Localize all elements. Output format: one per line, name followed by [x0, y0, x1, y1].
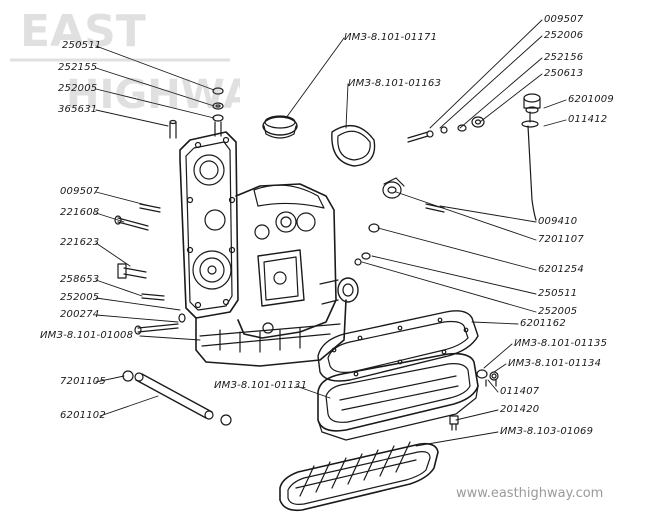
part-label: 252155: [58, 62, 98, 73]
part-label: 252005: [538, 306, 578, 317]
part-label: ИМЗ-8.101-01163: [348, 78, 442, 89]
part-label: ИМЗ-8.101-01171: [344, 32, 438, 43]
dipstick: [521, 93, 541, 221]
part-label: ИМЗ-8.101-01135: [514, 338, 608, 349]
sump-gasket: [317, 310, 479, 382]
part-label: 221608: [60, 207, 100, 218]
part-label: 252156: [544, 52, 584, 63]
part-label: 011412: [568, 114, 608, 125]
part-label: 252006: [544, 30, 584, 41]
part-label: 011407: [500, 386, 540, 397]
part-label: 6201009: [568, 94, 614, 105]
sump-side-parts: [449, 369, 499, 431]
crankcase-housing: [179, 131, 359, 367]
part-label: 7201105: [60, 376, 106, 387]
part-label: 009410: [538, 216, 578, 227]
part-label: 200274: [60, 309, 100, 320]
part-label: 250613: [544, 68, 584, 79]
filler-cap: [262, 115, 298, 139]
part-label: ИМЗ-8.101-01131: [214, 380, 308, 391]
part-label: 6201254: [538, 264, 584, 275]
site-url: www.easthighway.com: [456, 486, 604, 501]
part-label: ИМЗ-8.101-01008: [40, 330, 134, 341]
part-label: 250511: [538, 288, 578, 299]
left-bolts: [114, 203, 186, 335]
part-label: 365631: [58, 104, 98, 115]
part-label: 252005: [58, 83, 98, 94]
part-label: 009507: [544, 14, 584, 25]
top-studs-washers: [169, 87, 224, 139]
part-label: 250511: [62, 40, 102, 51]
long-pin: [122, 370, 232, 426]
part-label: 009507: [60, 186, 100, 197]
part-label: 6201102: [60, 410, 106, 421]
part-label: 252005: [60, 292, 100, 303]
part-label: 221623: [60, 237, 100, 248]
upper-right-fasteners: [407, 116, 485, 143]
part-label: ИМЗ-8.101-01134: [508, 358, 602, 369]
oil-sump: [317, 352, 479, 441]
bottom-cover: [279, 441, 439, 512]
part-label: 7201107: [538, 234, 584, 245]
leader-lines: [95, 19, 567, 447]
part-label: 201420: [500, 404, 540, 415]
part-label: ИМЗ-8.103-01069: [500, 426, 594, 437]
drain-plug: [354, 177, 445, 266]
part-label: 258653: [60, 274, 100, 285]
part-label: 6201162: [520, 318, 566, 329]
ring-gasket: [331, 124, 376, 167]
